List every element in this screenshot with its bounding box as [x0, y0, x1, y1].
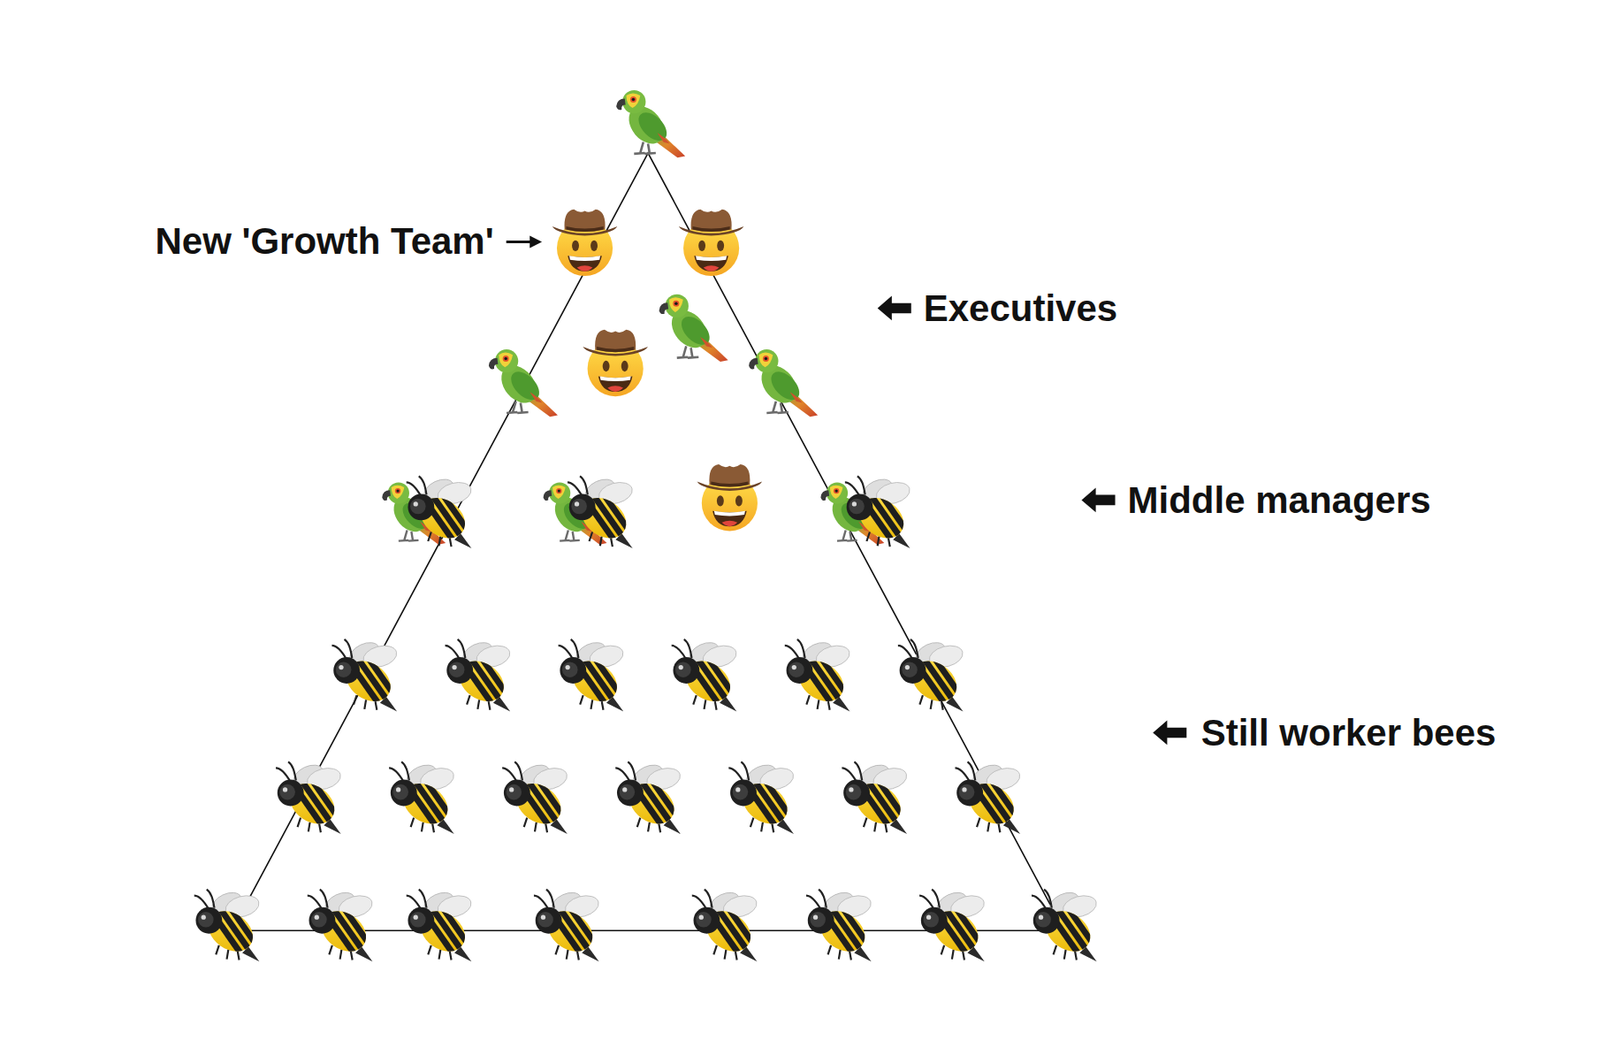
bee-icon	[406, 474, 485, 551]
bee-icon	[919, 887, 998, 964]
pointer-arrows	[506, 236, 1188, 746]
bee-icon	[845, 474, 923, 551]
bee-icon	[406, 887, 485, 964]
parrot-icon	[659, 294, 729, 362]
tier-label: Still worker bees	[1201, 712, 1497, 754]
bee-icon	[567, 474, 646, 551]
bee-icon	[502, 760, 580, 837]
bee-icon	[898, 638, 976, 715]
emoji-figures	[381, 90, 922, 552]
cowboy-icon	[582, 329, 648, 397]
bee-icon	[194, 887, 273, 964]
bee-icon	[275, 760, 354, 837]
parrot-icon	[488, 349, 558, 417]
bee-icon	[692, 887, 770, 964]
bee-icon	[331, 638, 410, 715]
worker-bee-rows	[194, 638, 1110, 965]
parrot-icon	[748, 349, 818, 417]
pyramid-outline	[231, 152, 1065, 930]
parrot-icon	[616, 90, 686, 158]
cowboy-icon	[552, 209, 618, 276]
bee-icon	[445, 638, 524, 715]
cowboy-icon	[678, 209, 745, 276]
tier-label: Middle managers	[1127, 480, 1432, 521]
group-label: New 'Growth Team'	[154, 220, 494, 262]
bee-icon	[841, 760, 920, 837]
bee-icon	[307, 887, 386, 964]
cowboy-icon	[697, 464, 763, 531]
bee-icon	[954, 760, 1033, 837]
bee-icon	[558, 638, 637, 715]
bee-icon	[671, 638, 750, 715]
bee-icon	[615, 760, 694, 837]
bee-icon	[1031, 887, 1110, 964]
bee-icon	[806, 887, 884, 964]
bee-icon	[728, 760, 807, 837]
bee-icon	[784, 638, 863, 715]
bee-icon	[533, 887, 612, 964]
bee-icon	[388, 760, 467, 837]
tier-label: Executives	[923, 288, 1118, 329]
